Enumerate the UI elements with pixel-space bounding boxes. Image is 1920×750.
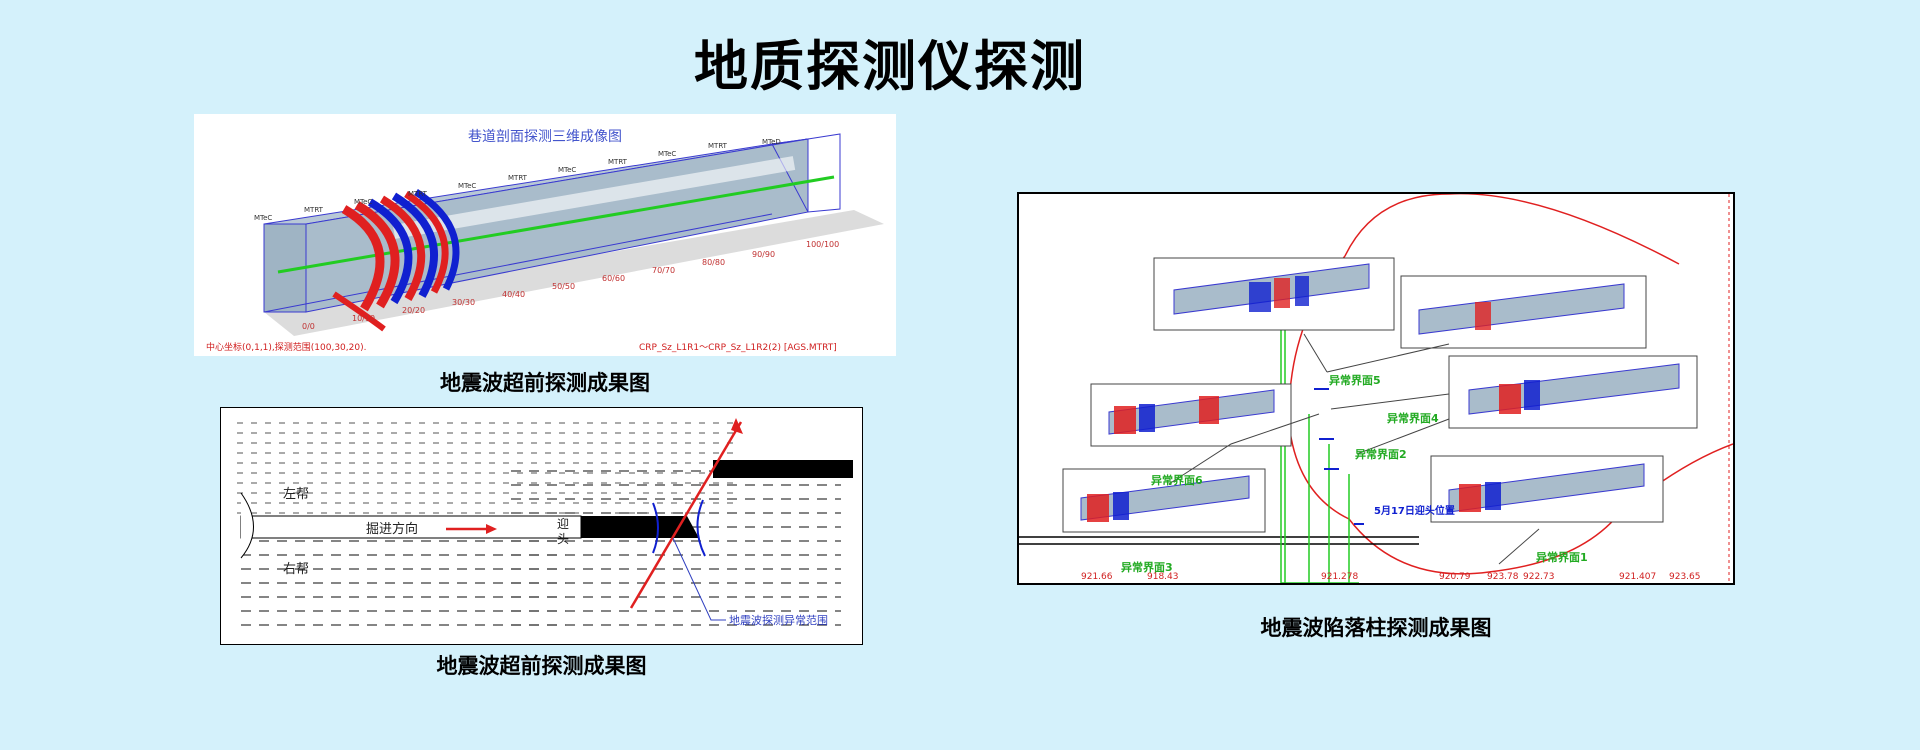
tick-label: 0/0 [302,322,315,331]
advance-detection-figure: 左帮 右帮 掘进方向 迎 头 地震波探测异常范围 [220,407,863,645]
tick-label: 10/10 [352,314,375,323]
anomaly-arc-2 [696,499,706,557]
thumbnail-4 [1448,355,1698,429]
face-label-1: 迎 [557,517,569,531]
marker-label: MTRT [304,206,324,214]
roadway-entrance [240,492,254,559]
tick-label: 20/20 [402,306,425,315]
tick-label: 70/70 [652,266,675,275]
marker-label: MTeC [458,182,476,190]
marker-label: MTRT [708,142,728,150]
page-title: 地质探测仪探测 [694,34,1086,98]
bottom-number: 921.66 [1081,572,1113,582]
bottom-number: 921.407 [1619,572,1656,582]
tunnel-cylinder [392,156,796,239]
figure1-footer-left: 中心坐标(0,1,1),探测范围(100,30,20). [206,341,366,353]
thumbnail-5 [1062,468,1266,533]
figure2-caption: 地震波超前探测成果图 [436,653,647,678]
bottom-number: 922.73 [1523,572,1555,582]
tunnel-axis-line [277,175,835,274]
marker-label: MTeD [762,138,781,146]
tunnel-floor [264,210,884,336]
top-marker-labels: MTeC MTRT MTeC MTRT MTeC MTRT MTeC MTRT … [254,138,781,222]
anomaly-labels: 异常界面5 异常界面4 异常界面3 异常界面6 异常界面2 异常界面1 [1121,373,1588,574]
anomaly-arc-1 [652,502,659,554]
marker-label: MTRT [408,190,428,198]
marker-label: MTeC [658,150,676,158]
marker-label: MTRT [608,158,628,166]
left-wall-label: 左帮 [283,487,309,502]
bottom-number: 921.278 [1321,572,1358,582]
bottom-number: 923.78 [1487,572,1519,582]
collapse-column-svg: 异常界面5 异常界面4 异常界面3 异常界面6 异常界面2 异常界面1 5月17… [1019,192,1734,584]
tunnel-edge [263,213,773,313]
collapse-boundary-upper [1344,192,1680,265]
tick-label: 80/80 [702,258,725,267]
thumbnail-6 [1430,455,1664,523]
face-label-2: 头 [557,532,569,546]
tunnel-3d-title: 巷道剖面探测三维成像图 [468,129,622,145]
fault-line [629,421,743,609]
anomaly-label-5: 异常界面5 [1329,373,1381,387]
direction-label: 掘进方向 [366,521,418,537]
tunnel-end-box [771,133,841,213]
tick-label: 90/90 [752,250,775,259]
tick-label: 40/40 [502,290,525,299]
right-wall-label: 右帮 [283,562,309,577]
figure1-footer-right: CRP_Sz_L1R1～CRP_Sz_L1R2(2) [AGS.MTRT] [639,343,837,353]
tunnel-3d-svg: 巷道剖面探测三维成像图 MTeC MTRT MTeC MTRT [206,129,884,353]
face-position-label: 5月17日迎头位置 [1374,504,1455,517]
rock-layer-upper [236,418,736,473]
bottom-number: 923.65 [1669,572,1701,582]
collapse-column-figure: 异常界面5 异常界面4 异常界面3 异常界面6 异常界面2 异常界面1 5月17… [1017,192,1735,585]
coal-seam-face [581,516,699,538]
rock-layer-lower [236,538,566,628]
advance-detection-svg: 左帮 右帮 掘进方向 迎 头 地震波探测异常范围 [236,418,853,628]
axis-tick-labels: 0/0 10/10 20/20 30/30 40/40 50/50 60/60 … [302,240,839,331]
tick-label: 50/50 [552,282,575,291]
leader-lines [1168,333,1540,565]
thumbnail-2 [1400,275,1647,349]
seismic-arcs [332,189,460,332]
fault-arrow [731,418,743,434]
bottom-number: 918.43 [1147,572,1179,582]
tick-label: 100/100 [806,240,839,249]
tunnel-3d-figure: 巷道剖面探测三维成像图 MTeC MTRT MTeC MTRT [194,114,896,356]
bottom-numbers: 921.66 918.43 921.278 920.79 923.78 922.… [1081,572,1701,582]
direction-arrowhead [486,524,497,534]
marker-label: MTeC [254,214,272,222]
anomaly-label-6: 异常界面6 [1151,473,1203,487]
marker-label: MTeC [558,166,576,174]
figure3-caption: 地震波陷落柱探测成果图 [1260,615,1492,640]
anomaly-label-3: 异常界面3 [1121,560,1173,574]
tick-label: 60/60 [602,274,625,283]
green-markers [1259,328,1359,584]
coal-seam-right [713,460,853,478]
blue-markers [1314,388,1364,525]
marker-label: MTRT [508,174,528,182]
tick-label: 30/30 [452,298,475,307]
figure1-caption: 地震波超前探测成果图 [440,370,650,395]
anomaly-label-1: 异常界面1 [1536,550,1588,564]
legend-pointer [672,537,726,621]
bottom-number: 920.79 [1439,572,1471,582]
anomaly-label-4: 异常界面4 [1387,411,1439,425]
thumbnail-1 [1153,257,1395,331]
anomaly-legend: 地震波探测异常范围 [729,613,828,627]
thumbnail-3 [1090,383,1292,447]
marker-label: MTeC [354,198,372,206]
anomaly-label-2: 异常界面2 [1355,447,1407,461]
